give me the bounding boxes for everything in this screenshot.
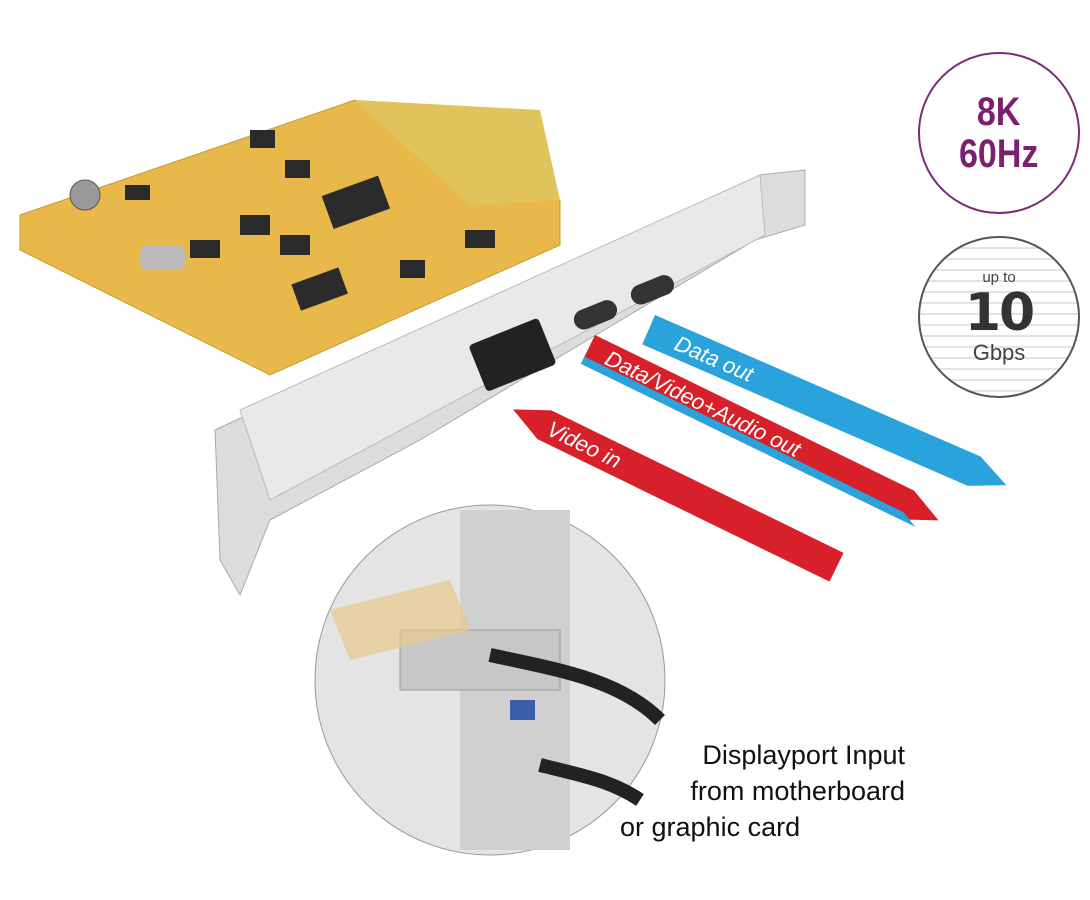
crystal — [140, 245, 185, 270]
inset-card — [330, 580, 470, 660]
badge-up-to: up to — [982, 268, 1016, 286]
pcie-connector — [355, 100, 560, 205]
vga-port — [510, 700, 535, 720]
displayport-cable-2 — [538, 758, 644, 806]
displayport-port — [469, 318, 556, 391]
chips — [125, 130, 495, 311]
badge-10: 10 — [964, 282, 1035, 343]
caption-line-3: or graphic card — [620, 812, 801, 842]
resolution-badge: 8K 60Hz — [918, 52, 1080, 214]
caption-line-2: from motherboard — [690, 776, 905, 806]
usb-c-port-1 — [573, 300, 618, 330]
displayport-cable — [488, 648, 665, 726]
usb-c-port-2 — [630, 275, 675, 305]
capacitor — [69, 179, 101, 211]
caption: Displayport Input from motherboard or gr… — [620, 737, 905, 845]
badge-gbps: Gbps — [972, 339, 1026, 365]
badge-60hz: 60Hz — [959, 132, 1039, 176]
speed-badge: up to 10 Gbps — [918, 236, 1080, 398]
badge-8k: 8K — [977, 90, 1021, 134]
caption-line-1: Displayport Input — [702, 740, 905, 770]
